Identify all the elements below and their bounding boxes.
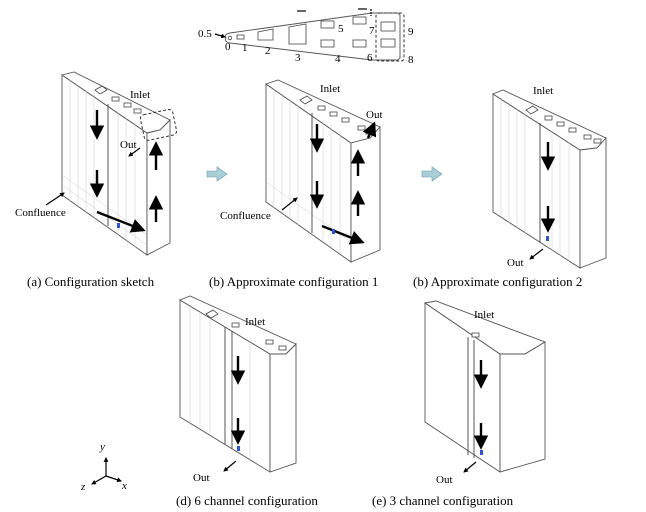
panel-d-marker — [237, 446, 240, 451]
section-label-1: 1 — [242, 42, 248, 54]
section-hole-4 — [320, 39, 335, 48]
section-label-6: 6 — [367, 52, 373, 64]
panel-d-out-pointer — [223, 460, 237, 472]
panel-e-top-hole — [471, 332, 480, 338]
panel-b2-out-label: Out — [507, 257, 524, 269]
panel-b1-confluence-pointer — [281, 197, 298, 211]
panel-b1: Inlet Out Confluence — [220, 79, 383, 263]
panel-b1-out-label: Out — [366, 109, 383, 121]
section-sketch: 0.5 0 1 2 3 4 5 6 7 8 9 — [198, 8, 414, 66]
panel-a-confluence-pointer — [45, 192, 65, 206]
section-pointer-left — [214, 33, 226, 39]
panel-d-side-face — [269, 342, 297, 473]
panel-e: Inlet Out — [423, 300, 547, 486]
panel-d-channel-lines — [189, 306, 251, 460]
panel-d: Inlet Out — [178, 295, 297, 484]
panel-b2-out-pointer — [529, 248, 544, 260]
section-hole-0 — [227, 35, 233, 41]
caption-e: (e) 3 channel configuration — [372, 493, 514, 508]
axis-z-arrow — [91, 475, 107, 485]
section-hole-5a — [320, 20, 335, 29]
section-label-8: 8 — [408, 54, 414, 66]
panel-b1-inlet-label: Inlet — [320, 83, 340, 95]
section-hole-6 — [352, 39, 367, 48]
axis-z-label: z — [80, 481, 86, 493]
section-label-5: 5 — [338, 23, 344, 35]
panel-a-inlet-label: Inlet — [130, 89, 150, 101]
panel-a-arrow-diagonal — [96, 210, 146, 233]
panel-b2-inlet-label: Inlet — [533, 85, 553, 97]
section-hole-9a — [380, 21, 396, 32]
panel-a-channel-lines — [61, 80, 148, 247]
panel-e-out-pointer — [463, 461, 477, 473]
panel-e-inlet-label: Inlet — [474, 309, 494, 321]
panel-d-inlet-label: Inlet — [245, 316, 265, 328]
section-label-3: 3 — [295, 52, 301, 64]
panel-b1-arrow-diagonal — [321, 224, 365, 245]
panel-b1-side-face — [350, 125, 381, 263]
panel-e-marker — [480, 450, 483, 455]
panel-b2-top-holes — [525, 105, 602, 144]
panel-b2-side-face — [579, 136, 607, 269]
section-label-9: 9 — [408, 26, 414, 38]
section-hole-1 — [236, 34, 245, 40]
axis-x-arrow — [105, 475, 122, 483]
caption-a: (a) Configuration sketch — [27, 274, 155, 289]
panel-b1-marker — [332, 229, 335, 234]
axes-triad: y x z — [80, 441, 127, 493]
transition-arrow-2 — [421, 166, 443, 182]
axis-y-label: y — [99, 441, 105, 453]
section-label-4: 4 — [335, 53, 341, 65]
panel-a-out-label: Out — [120, 139, 137, 151]
panel-a-out-pointer — [128, 147, 141, 157]
caption-b2: (b) Approximate configuration 2 — [413, 274, 582, 289]
panel-a-top-holes — [94, 85, 142, 114]
section-hole-7a — [352, 16, 367, 25]
panel-b1-confluence-label: Confluence — [220, 210, 271, 222]
panel-b2: Inlet Out — [492, 85, 607, 269]
section-label-05: 0.5 — [198, 28, 212, 40]
section-hole-3 — [288, 23, 307, 45]
section-hole-9b — [380, 38, 396, 48]
panel-a-confluence-label: Confluence — [15, 207, 66, 219]
section-hole-2 — [257, 28, 274, 41]
section-label-2: 2 — [265, 45, 271, 57]
panel-b1-arrow-out — [362, 121, 377, 139]
caption-d: (d) 6 channel configuration — [176, 493, 318, 508]
panel-a-marker — [117, 223, 120, 228]
panel-e-side-face — [499, 341, 546, 473]
panel-a: Inlet Out Confluence — [15, 71, 178, 256]
panel-d-top-holes — [205, 309, 287, 351]
section-label-0: 0 — [225, 41, 231, 53]
caption-b1: (b) Approximate configuration 1 — [209, 274, 378, 289]
panel-a-side-face — [146, 118, 171, 256]
panel-b2-marker — [546, 236, 549, 241]
transition-arrow-1 — [206, 166, 228, 182]
section-dashed-box — [375, 12, 405, 62]
panel-a-dashed-box — [139, 108, 178, 141]
panel-e-out-label: Out — [436, 474, 453, 486]
axis-x-label: x — [121, 480, 127, 492]
section-label-7: 7 — [369, 25, 375, 37]
panel-d-out-label: Out — [193, 472, 210, 484]
